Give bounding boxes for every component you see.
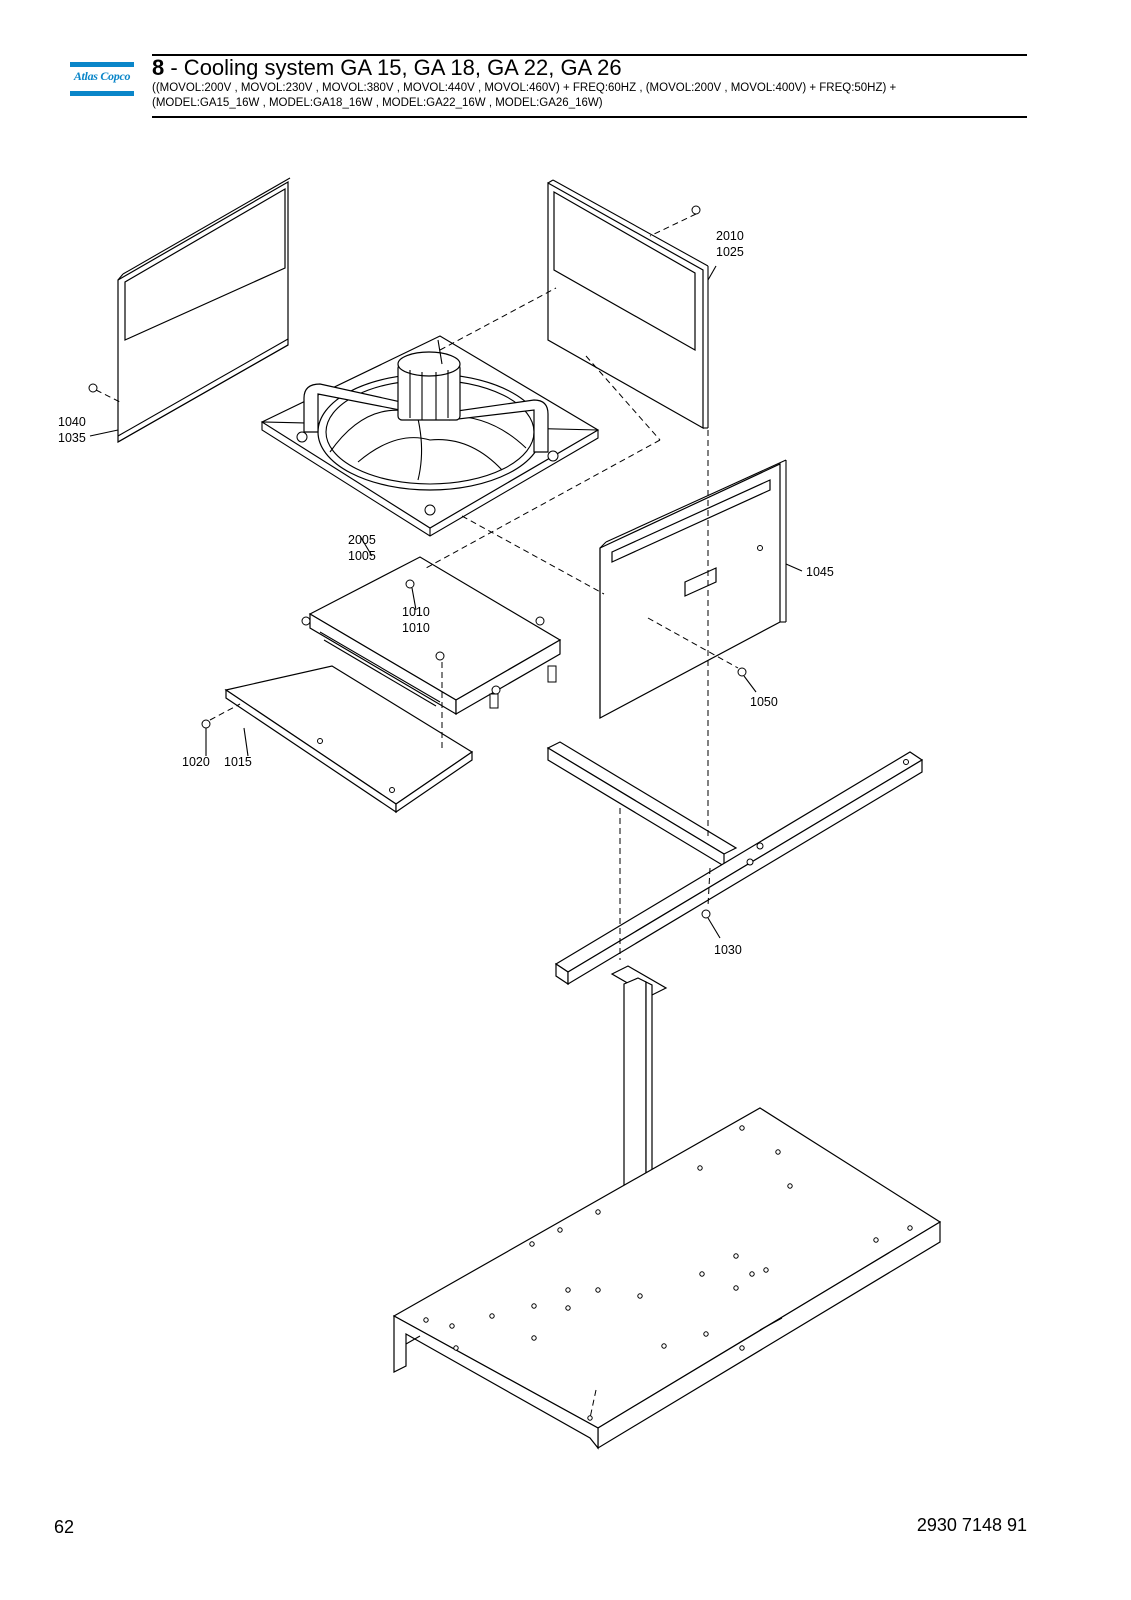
callout-1025: 1025 [716, 245, 744, 259]
front-right-panel [599, 459, 787, 719]
left-side-panel [117, 177, 291, 444]
callout-1015: 1015 [224, 755, 252, 769]
base-frame [392, 1107, 942, 1450]
section-number: 8 [152, 55, 165, 80]
logo-bar-bottom [70, 91, 134, 96]
section-title: - Cooling system GA 15, GA 18, GA 22, GA… [164, 55, 622, 80]
callout-1005: 1005 [348, 549, 376, 563]
variant-conditions-line-1: ((MOVOL:200V , MOVOL:230V , MOVOL:380V ,… [152, 82, 897, 94]
logo-text: Atlas Copco [73, 69, 131, 83]
header-rule-bottom [152, 116, 1027, 118]
page-title: 8 - Cooling system GA 15, GA 18, GA 22, … [152, 56, 622, 80]
right-rear-panel [547, 179, 709, 430]
callout-2010: 2010 [716, 229, 744, 243]
bottom-cover [224, 665, 474, 814]
callout-1045: 1045 [806, 565, 834, 579]
callout-2005: 2005 [348, 533, 376, 547]
page-number: 62 [54, 1517, 75, 1537]
callout-1010-b: 1010 [402, 621, 430, 635]
document-number: 2930 7148 91 [916, 1515, 1027, 1535]
callout-1035: 1035 [58, 431, 86, 445]
callout-1040: 1040 [58, 415, 86, 429]
logo-bar-top [70, 62, 134, 67]
callout-1030: 1030 [714, 943, 742, 957]
callout-1010-a: 1010 [402, 605, 430, 619]
frame-crossbar [546, 741, 924, 986]
controller-box [301, 556, 562, 716]
variant-conditions-line-2: (MODEL:GA15_16W , MODEL:GA18_16W , MODEL… [152, 97, 603, 109]
leader-lines [89, 265, 803, 939]
callout-1050: 1050 [750, 695, 778, 709]
atlas-copco-logo: Atlas Copco [70, 62, 134, 96]
fan-assembly [260, 335, 600, 537]
assembly-dashed-lines [95, 213, 739, 1419]
callout-1020: 1020 [182, 755, 210, 769]
header-rule-top [152, 54, 1027, 56]
